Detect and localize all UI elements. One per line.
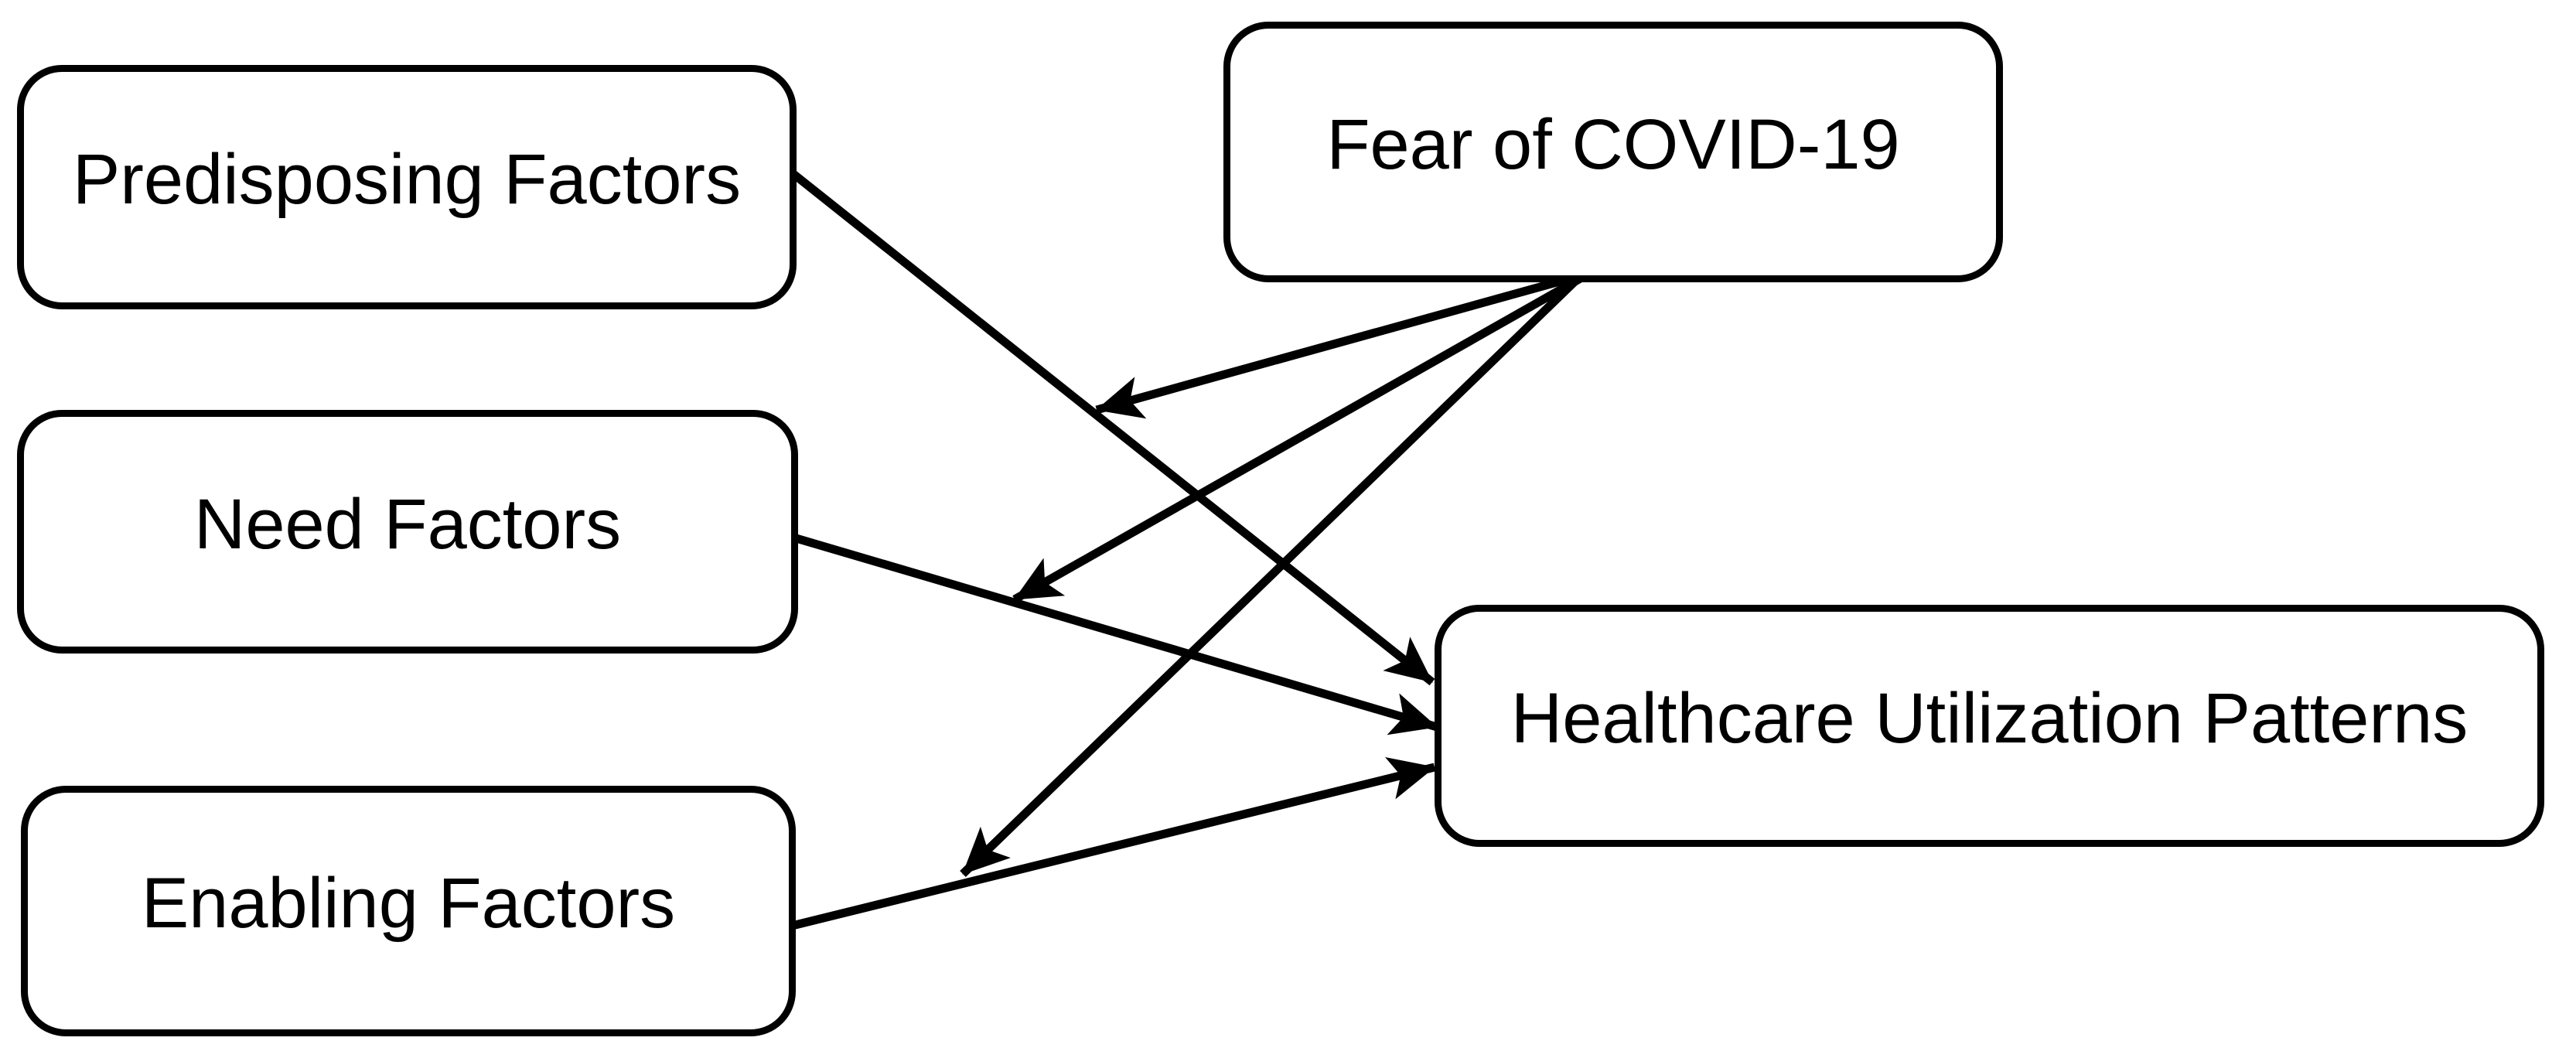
- node-label-need-factors: Need Factors: [193, 484, 622, 564]
- node-fear-of-covid-19: Fear of COVID-19: [1223, 22, 2003, 282]
- edge-fear-of-covid-19-to-need-to-healthcare-path: [1012, 263, 1603, 603]
- node-predisposing-factors: Predisposing Factors: [17, 65, 797, 309]
- edge-fear-of-covid-19-to-enabling-to-healthcare-path: [960, 264, 1593, 877]
- node-label-fear-of-covid-19: Fear of COVID-19: [1326, 104, 1900, 184]
- edge-fear-of-covid-19-to-predisposing-to-healthcare-path: [1095, 262, 1614, 419]
- node-label-predisposing-factors: Predisposing Factors: [72, 140, 742, 220]
- node-label-enabling-factors: Enabling Factors: [141, 864, 676, 944]
- node-need-factors: Need Factors: [17, 410, 798, 654]
- edge-enabling-factors-to-healthcare-utilization-patterns: [784, 756, 1436, 932]
- edge-need-factors-to-healthcare-utilization-patterns: [784, 531, 1438, 735]
- node-healthcare-utilization-patterns: Healthcare Utilization Patterns: [1435, 605, 2544, 847]
- node-enabling-factors: Enabling Factors: [21, 786, 796, 1036]
- edge-predisposing-factors-to-healthcare-utilization-patterns: [783, 164, 1435, 686]
- node-label-healthcare-utilization-patterns: Healthcare Utilization Patterns: [1510, 678, 2469, 758]
